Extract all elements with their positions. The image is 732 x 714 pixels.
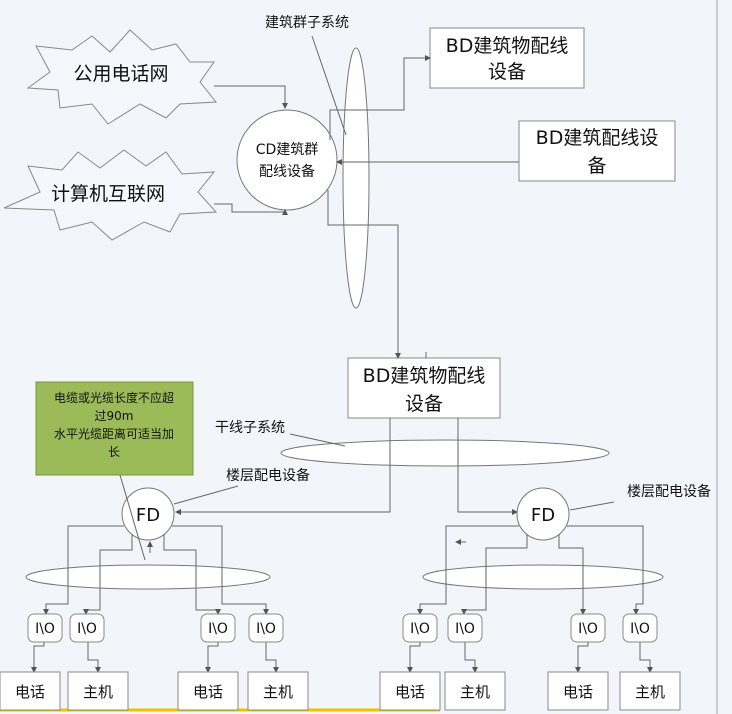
io-box [570,613,606,643]
note-line4: 长 [108,445,120,459]
io-labels: I\O I\O I\O I\O I\O I\O I\O I\O [35,621,650,637]
device-labels: 电话 主机 电话 主机 电话 主机 电话 主机 [15,683,665,701]
io-label: I\O [77,621,97,637]
note-box [35,381,194,476]
device-label: 电话 [563,683,593,701]
io-box [27,613,63,643]
device-box [67,671,129,711]
device-box [444,671,506,711]
cluster-subsystem-label: 建筑群子系统 [265,15,349,31]
device-label: 主机 [263,683,293,701]
io-box [622,613,658,643]
fd-left-label: FD [136,505,160,526]
io-label: I\O [630,621,650,637]
device-box [379,671,441,711]
cluster-ellipse [342,47,370,309]
device-box [547,671,609,711]
device-label: 电话 [395,683,425,701]
io-label: I\O [256,621,276,637]
bd-top-line2: 设备 [488,61,526,83]
cd-label-line2: 配线设备 [259,163,315,180]
trunk-subsystem-label: 干线子系统 [215,420,285,436]
bd-mid-line2: 设备 [405,393,443,415]
device-box [247,671,309,711]
floor-dist-right-label: 楼层配电设备 [627,483,711,500]
io-label: I\O [455,621,475,637]
device-label: 主机 [83,683,113,701]
bd-right-box [518,120,676,182]
phone-network-label: 公用电话网 [73,63,168,85]
device-label: 电话 [15,683,45,701]
cd-label-line1: CD建筑群 [256,142,319,158]
note-line2: 过90m [95,409,134,423]
device-box [0,671,61,711]
io-box [447,613,483,643]
device-boxes [0,671,681,711]
io-label: I\O [208,621,228,637]
phone-network-star [26,29,217,125]
bd-top-box [429,27,585,89]
io-label: I\O [410,621,430,637]
io-box [402,613,438,643]
bd-mid-box [347,357,501,419]
io-box [200,613,236,643]
device-box [177,671,239,711]
computer-network-label: 计算机互联网 [51,183,165,205]
connectors [31,35,653,673]
device-label: 电话 [193,683,223,701]
io-boxes [27,613,658,643]
note-line1: 电缆或光缆长度不应超 [54,390,174,405]
cd-node [236,109,338,211]
note-line3: 水平光缆距离可适当加 [54,426,174,441]
computer-network-star [3,149,218,241]
fd-right-label: FD [531,505,555,526]
trunk-ellipse [280,439,610,467]
io-box [248,613,284,643]
bd-right-line2: 备 [587,155,606,177]
io-label: I\O [35,621,55,637]
bd-mid-line1: BD建筑物配线 [363,365,486,387]
device-box [619,671,681,711]
io-label: I\O [578,621,598,637]
device-label: 主机 [460,683,490,701]
io-box [69,613,105,643]
bd-top-line1: BD建筑物配线 [446,35,569,57]
floor-dist-left-label: 楼层配电设备 [226,467,310,484]
horizontal-ellipse-right [422,564,664,590]
horizontal-ellipse-left [25,564,271,590]
bd-right-line1: BD建筑配线设 [536,127,659,149]
device-label: 主机 [635,683,665,701]
